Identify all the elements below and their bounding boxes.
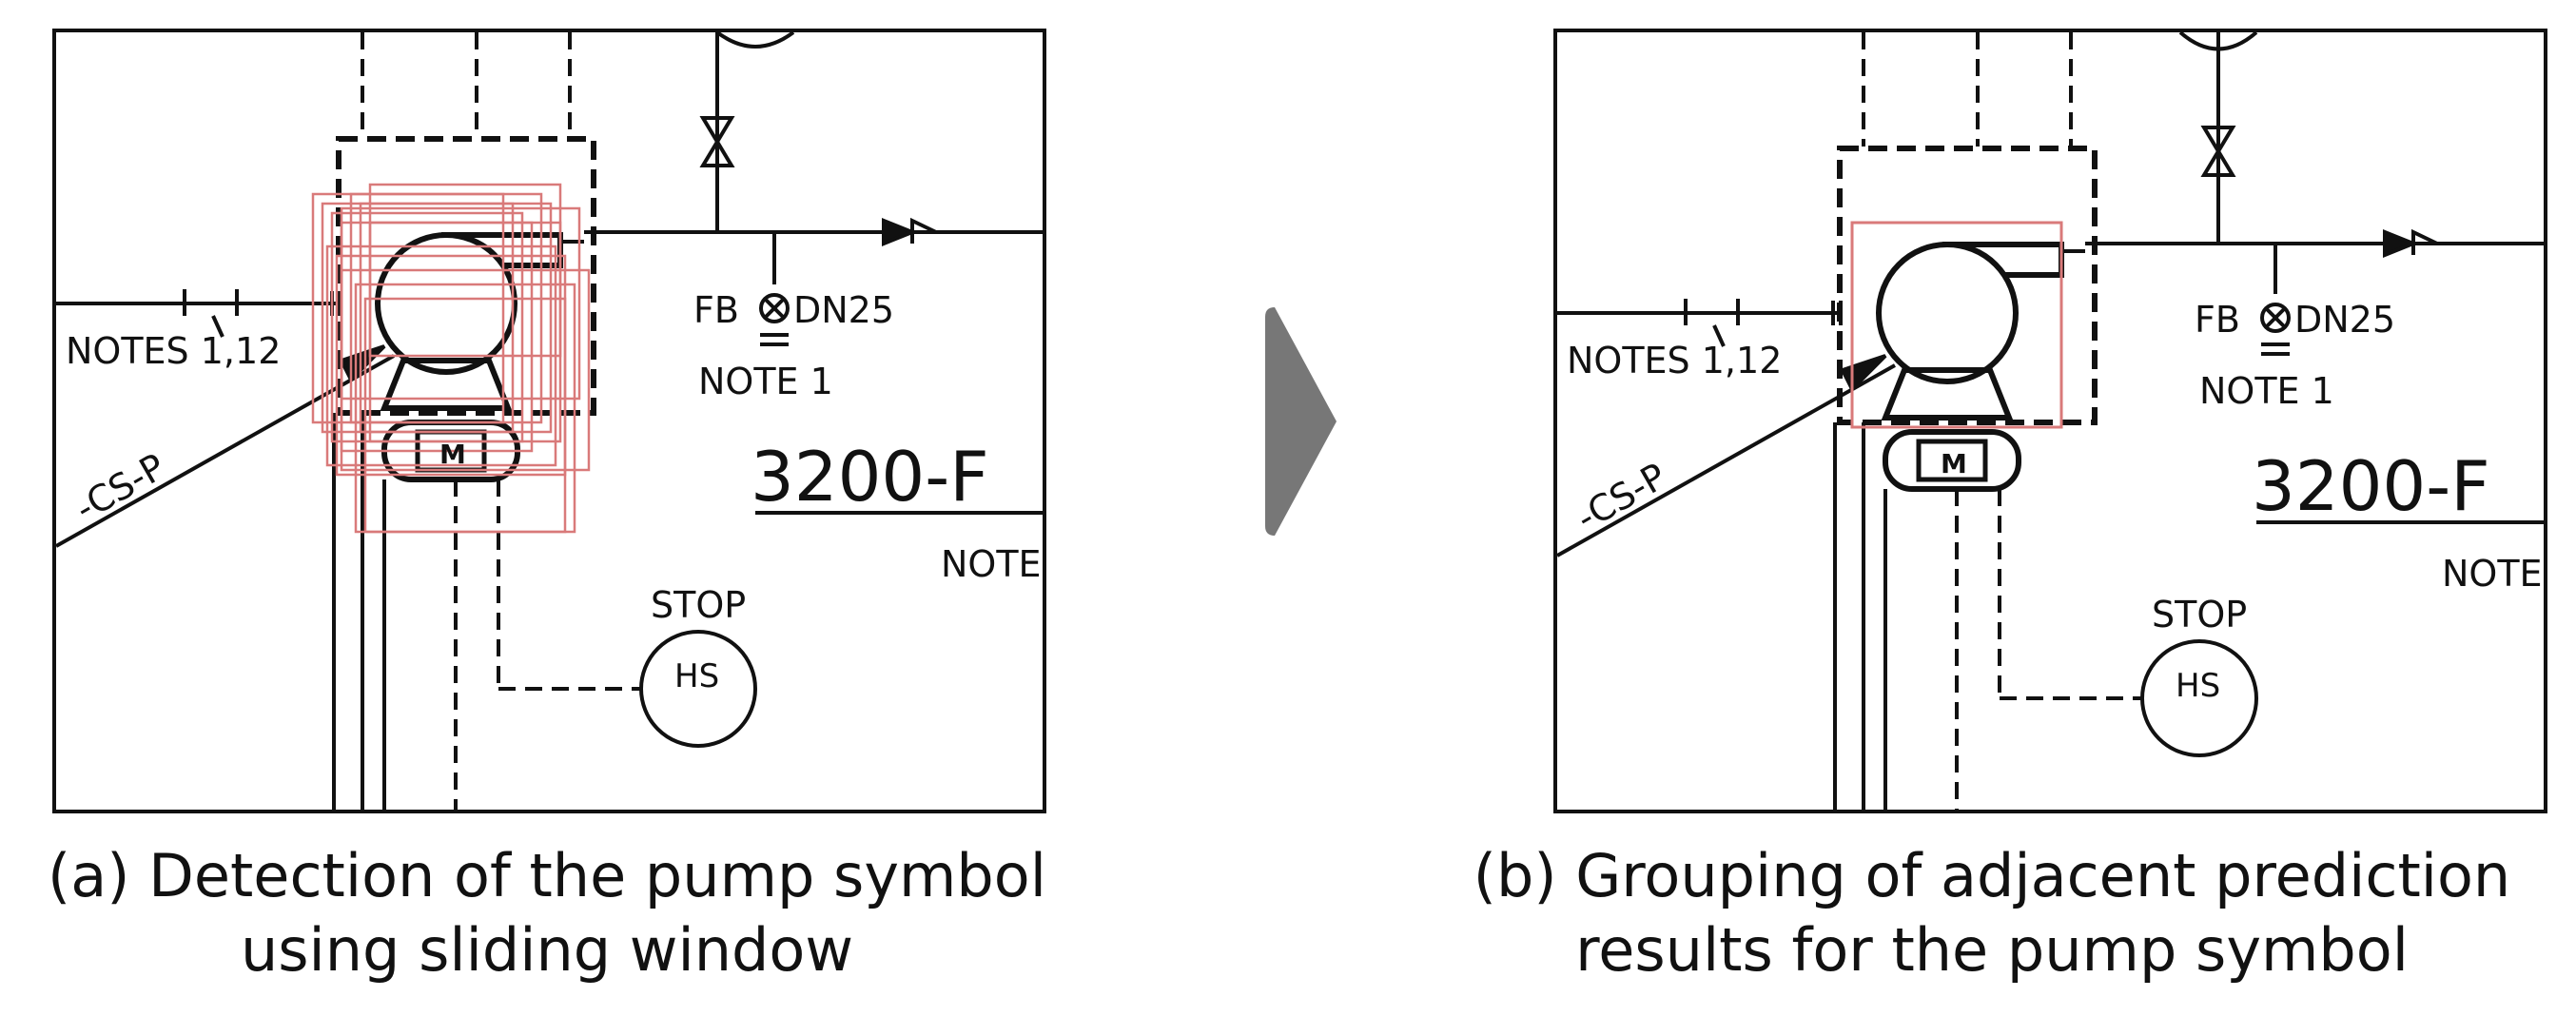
stop-label: STOP — [651, 584, 746, 626]
pid-drawing-a: NOTES 1,12 -CS-P FB DN25 NOTE 1 3200-F N… — [55, 30, 1043, 810]
valve-label: FB — [693, 289, 739, 331]
caption-a-line2: using sliding window — [240, 915, 854, 985]
caption-a: (a) Detection of the pump symbol using s… — [0, 839, 1094, 988]
caption-b: (b) Grouping of adjacent prediction resu… — [1408, 839, 2576, 988]
line-number: 3200-F — [751, 437, 989, 517]
sliding-window-detections — [311, 183, 591, 534]
valve-size: DN25 — [2294, 299, 2395, 341]
notes-label: NOTES 1,12 — [66, 330, 281, 372]
caption-b-line2: results for the pump symbol — [1575, 915, 2409, 985]
caption-a-line1: (a) Detection of the pump symbol — [48, 841, 1046, 910]
note-partial: NOTE — [2442, 553, 2543, 595]
grouped-detection-box — [1850, 221, 2063, 429]
hs-label: HS — [2176, 667, 2220, 705]
caption-b-line1: (b) Grouping of adjacent prediction — [1473, 841, 2511, 910]
line-label: -CS-P — [68, 445, 172, 530]
diagram-panel-a: NOTES 1,12 -CS-P FB DN25 NOTE 1 3200-F N… — [52, 29, 1046, 813]
valve-label: FB — [2195, 299, 2240, 341]
pid-drawing-b: NOTES 1,12 -CS-P FB DN25 NOTE 1 3200-F N… — [1556, 30, 2544, 810]
stop-label: STOP — [2152, 594, 2247, 636]
hs-label: HS — [674, 657, 719, 695]
line-number: 3200-F — [2252, 446, 2490, 526]
note-label: NOTE 1 — [2199, 370, 2334, 412]
motor-label: M — [1941, 448, 1967, 479]
diagram-panel-b: NOTES 1,12 -CS-P FB DN25 NOTE 1 3200-F N… — [1553, 29, 2547, 813]
valve-size: DN25 — [793, 289, 894, 331]
note-label: NOTE 1 — [698, 361, 833, 402]
motor-label: M — [439, 439, 466, 470]
chevron-right-icon — [1265, 307, 1337, 536]
notes-label: NOTES 1,12 — [1567, 340, 1782, 381]
line-label: -CS-P — [1570, 455, 1673, 539]
note-partial: NOTE — [941, 543, 1042, 585]
